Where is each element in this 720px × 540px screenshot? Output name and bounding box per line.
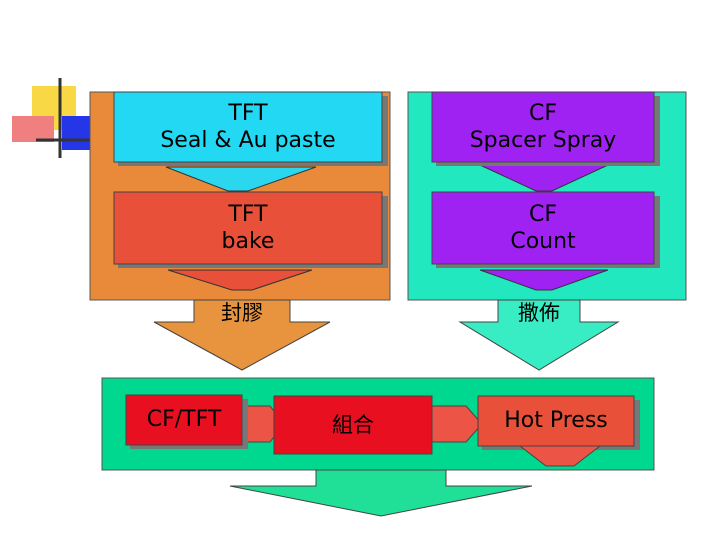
hot-press-tail [518,445,602,467]
bottom-down-arrow [229,469,533,517]
left-bake-tail [167,269,313,291]
cf-spacer-box [431,91,655,163]
cf-tft-box [125,394,243,446]
logo-pink-square [12,116,54,142]
left-stack-connector [165,166,317,192]
cf-count-box [431,191,655,265]
right-count-tail [479,269,609,291]
right-down-arrow [458,299,620,371]
left-down-arrow [153,299,331,371]
assemble-box [273,395,433,455]
hot-press-box [477,395,635,447]
tft-seal-box [113,91,383,163]
tft-bake-box [113,191,383,265]
